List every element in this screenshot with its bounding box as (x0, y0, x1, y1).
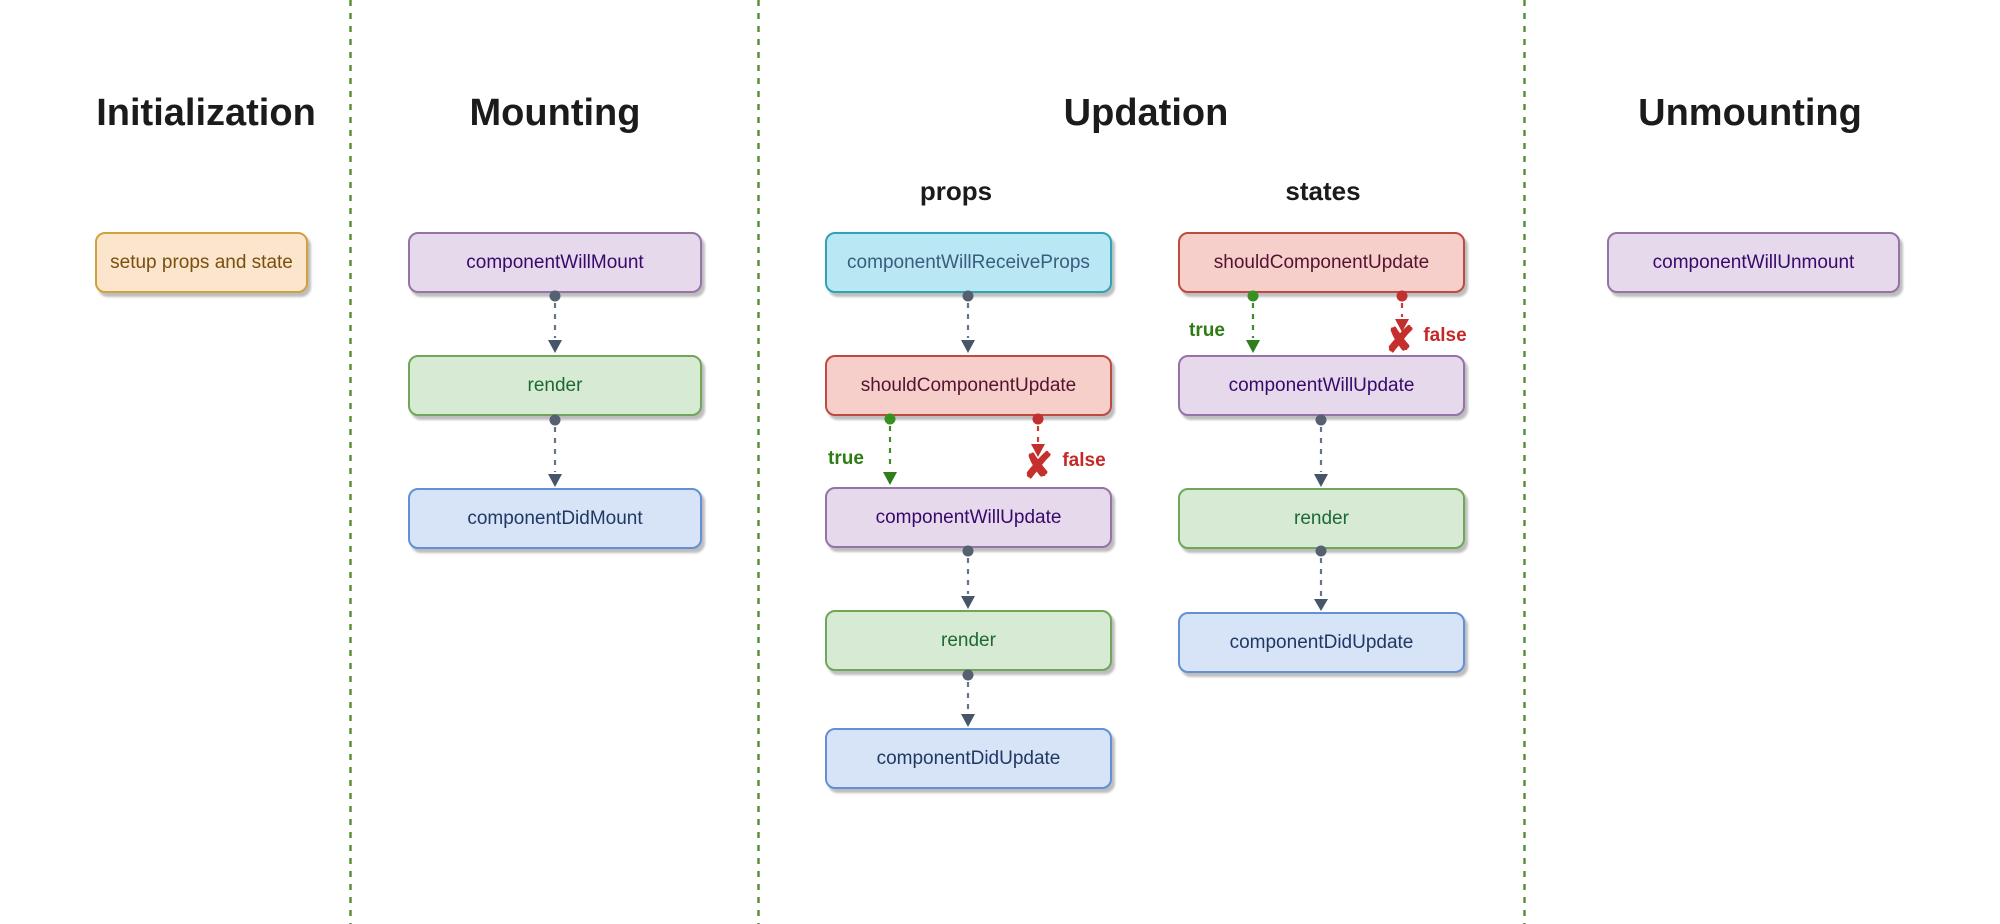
connector-willreceiveprops-to-shouldupdate (961, 290, 975, 353)
node-componentwillunmount: componentWillUnmount (1607, 232, 1900, 293)
false-x-icon-props: ✘ (1022, 445, 1054, 486)
connector-willupdate-to-render-states (1314, 414, 1328, 487)
node-mounting-componentdidmount: componentDidMount (408, 488, 702, 549)
branch-label-false-props: false (1062, 450, 1106, 471)
connector-willmount-to-render (548, 290, 562, 353)
node-mounting-render: render (408, 355, 702, 416)
branch-label-true-props: true (828, 448, 864, 469)
section-title-updation: Updation (1063, 92, 1229, 134)
node-props-componentdidupdate: componentDidUpdate (825, 728, 1112, 789)
column-label-states: states (1285, 176, 1361, 206)
node-props-render: render (825, 610, 1112, 671)
section-title-initialization: Initialization (96, 92, 316, 134)
node-props-shouldcomponentupdate: shouldComponentUpdate (825, 355, 1112, 416)
connector-willupdate-to-render-props (961, 545, 975, 609)
connector-render-to-didmount (548, 414, 562, 487)
section-title-unmounting: Unmounting (1638, 92, 1862, 134)
node-states-render: render (1178, 488, 1465, 549)
node-states-shouldcomponentupdate: shouldComponentUpdate (1178, 232, 1465, 293)
node-props-componentwillupdate: componentWillUpdate (825, 487, 1112, 548)
node-mounting-componentwillmount: componentWillMount (408, 232, 702, 293)
false-x-icon-states: ✘ (1384, 319, 1416, 360)
branch-label-false-states: false (1423, 325, 1467, 346)
connector-render-to-didupdate-props (961, 669, 975, 727)
node-states-componentdidupdate: componentDidUpdate (1178, 612, 1465, 673)
branch-label-true-states: true (1189, 320, 1225, 341)
connector-true-props (883, 413, 897, 485)
section-title-mounting: Mounting (469, 92, 641, 134)
node-setup-props-and-state: setup props and state (95, 232, 308, 293)
connector-true-states (1246, 290, 1260, 353)
node-states-componentwillupdate: componentWillUpdate (1178, 355, 1465, 416)
column-label-props: props (919, 176, 993, 206)
connector-render-to-didupdate-states (1314, 545, 1328, 611)
node-props-componentwillreceiveprops: componentWillReceiveProps (825, 232, 1112, 293)
